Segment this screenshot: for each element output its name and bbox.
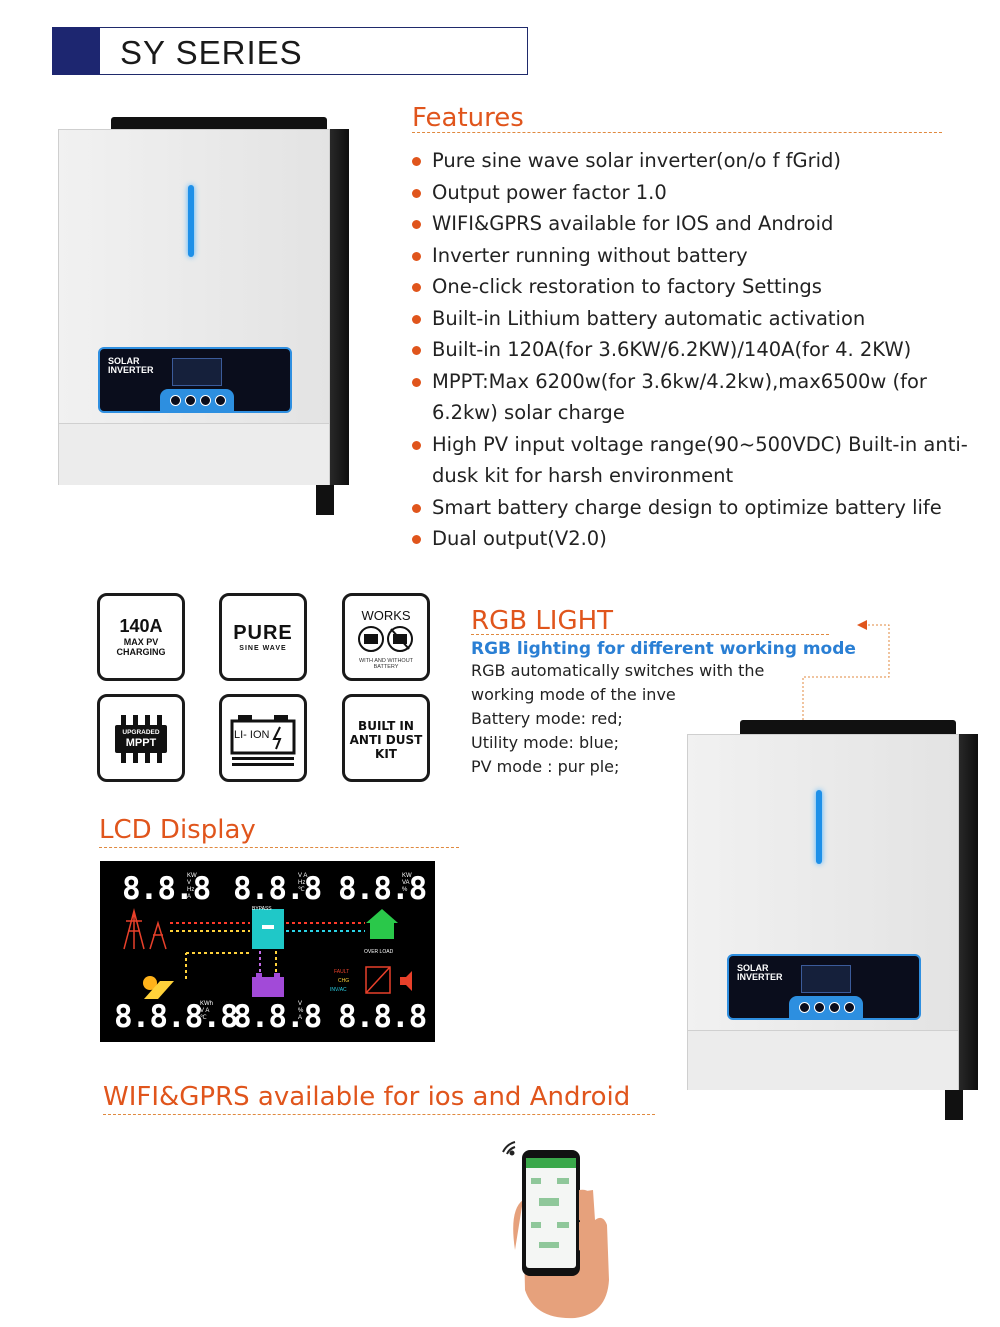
features-list: Pure sine wave solar inverter(on/o f fGr… [412, 145, 972, 555]
inverter-control-panel: SOLAR INVERTER [727, 954, 921, 1020]
lcd-seg-output: 8.8.8 [233, 871, 322, 907]
rgb-light-strip [816, 790, 822, 864]
lcd-seg-battery: 8.8.8 [233, 999, 322, 1035]
badge-140a-charging: 140A MAX PV CHARGING [97, 593, 185, 681]
feature-item: Smart battery charge design to optimize … [412, 492, 972, 524]
panel-label-solar: SOLAR [108, 356, 140, 366]
lcd-fault-label: FAULT [334, 969, 350, 975]
lcd-flow-diagram [123, 908, 412, 999]
feature-item: Pure sine wave solar inverter(on/o f fGr… [412, 145, 972, 177]
li-ion-battery-icon [230, 715, 296, 766]
feature-item: MPPT:Max 6200w(for 3.6kw/4.2kw),max6500w… [412, 366, 972, 429]
inverter-image-rgb: SOLAR INVERTER [687, 720, 987, 1120]
features-divider [412, 132, 942, 133]
feature-item: Output power factor 1.0 [412, 177, 972, 209]
wifi-title: WIFI&GPRS available for ios and Android [103, 1082, 631, 1112]
badge-anti-dust-kit: BUILT IN ANTI DUST KIT [342, 694, 430, 782]
chip-icon [115, 715, 167, 763]
series-header-block [52, 27, 100, 75]
lcd-seg-misc: 8.8.8 [338, 999, 427, 1035]
lcd-seg-pv: 8.8.8.8 [114, 999, 239, 1035]
feature-item: Built-in Lithium battery automatic activ… [412, 303, 972, 335]
lcd-unit-input: KW V Hz A [187, 873, 197, 900]
badge-pure-sine-wave: PURE SINE WAVE [219, 593, 307, 681]
lcd-seg-load: 8.8.8 [338, 871, 427, 907]
inverter-image-main: SOLAR INVERTER [58, 117, 358, 517]
lcd-divider [99, 847, 459, 848]
inverter-mini-lcd [801, 965, 851, 993]
badge-upgraded-mppt: UPGRADED MPPT [97, 694, 185, 782]
rgb-light-strip [188, 185, 194, 257]
rgb-title: RGB LIGHT [471, 606, 614, 636]
battery-icons [358, 626, 413, 652]
wifi-icon [502, 1141, 516, 1156]
rgb-description: RGB automatically switches with the work… [471, 661, 765, 776]
phone-in-hand-image [502, 1141, 609, 1319]
lcd-seg-input: 8.8.8 [122, 871, 211, 907]
lcd-unit-load: KW VA % [402, 873, 412, 893]
inverter-button-4 [215, 395, 226, 406]
wifi-divider [103, 1114, 655, 1115]
lcd-invac-label: INV/AC [330, 987, 347, 993]
rgb-subtitle: RGB lighting for different working mode [471, 639, 856, 659]
feature-item: High PV input voltage range(90~500VDC) B… [412, 429, 972, 492]
grid-tower-icon [123, 908, 167, 950]
feature-item: Built-in 120A(for 3.6KW/6.2KW)/140A(for … [412, 334, 972, 366]
lcd-title: LCD Display [99, 815, 256, 845]
feature-item: Inverter running without battery [412, 240, 972, 272]
lcd-overload-label: OVER LOAD [364, 949, 394, 955]
inverter-button-3 [829, 1002, 840, 1013]
series-title: SY SERIES [120, 34, 303, 71]
rgb-pointer-line [802, 620, 890, 720]
solar-panel-icon [143, 976, 174, 999]
panel-label-inverter: INVERTER [108, 365, 154, 375]
feature-item: WIFI&GPRS available for IOS and Android [412, 208, 972, 240]
feature-item: One-click restoration to factory Setting… [412, 271, 972, 303]
lcd-bypass-label: BYPASS [252, 906, 272, 912]
features-title: Features [412, 103, 524, 133]
lcd-display-panel: 8.8.8 KW V Hz A 8.8.8 V A Hz ℃ 8.8.8 KW … [100, 861, 435, 1042]
lcd-unit-output: V A Hz ℃ [298, 873, 308, 893]
fault-icon [365, 966, 391, 994]
lcd-chg-label: CHG [338, 978, 350, 984]
panel-label-inverter: INVERTER [737, 972, 783, 982]
panel-label-solar: SOLAR [737, 963, 769, 973]
house-icon [366, 909, 398, 939]
badge-li-ion: LI- ION [219, 694, 307, 782]
battery-icon [252, 973, 284, 997]
feature-item: Dual output(V2.0) [412, 523, 972, 555]
speaker-icon [400, 971, 412, 991]
inverter-button-1 [170, 395, 181, 406]
inverter-button-1 [799, 1002, 810, 1013]
inverter-mini-lcd [172, 358, 222, 386]
inverter-button-2 [814, 1002, 825, 1013]
lcd-unit-battery: V % A [298, 1001, 304, 1021]
inverter-button-2 [185, 395, 196, 406]
rgb-divider [471, 634, 829, 635]
lcd-unit-pv: KWh V A ℃ [200, 1001, 214, 1021]
inverter-button-3 [200, 395, 211, 406]
inverter-button-4 [844, 1002, 855, 1013]
badge-works-without-battery: WORKS WITH AND WITHOUT BATTERY [342, 593, 430, 681]
inverter-control-panel: SOLAR INVERTER [98, 347, 292, 413]
